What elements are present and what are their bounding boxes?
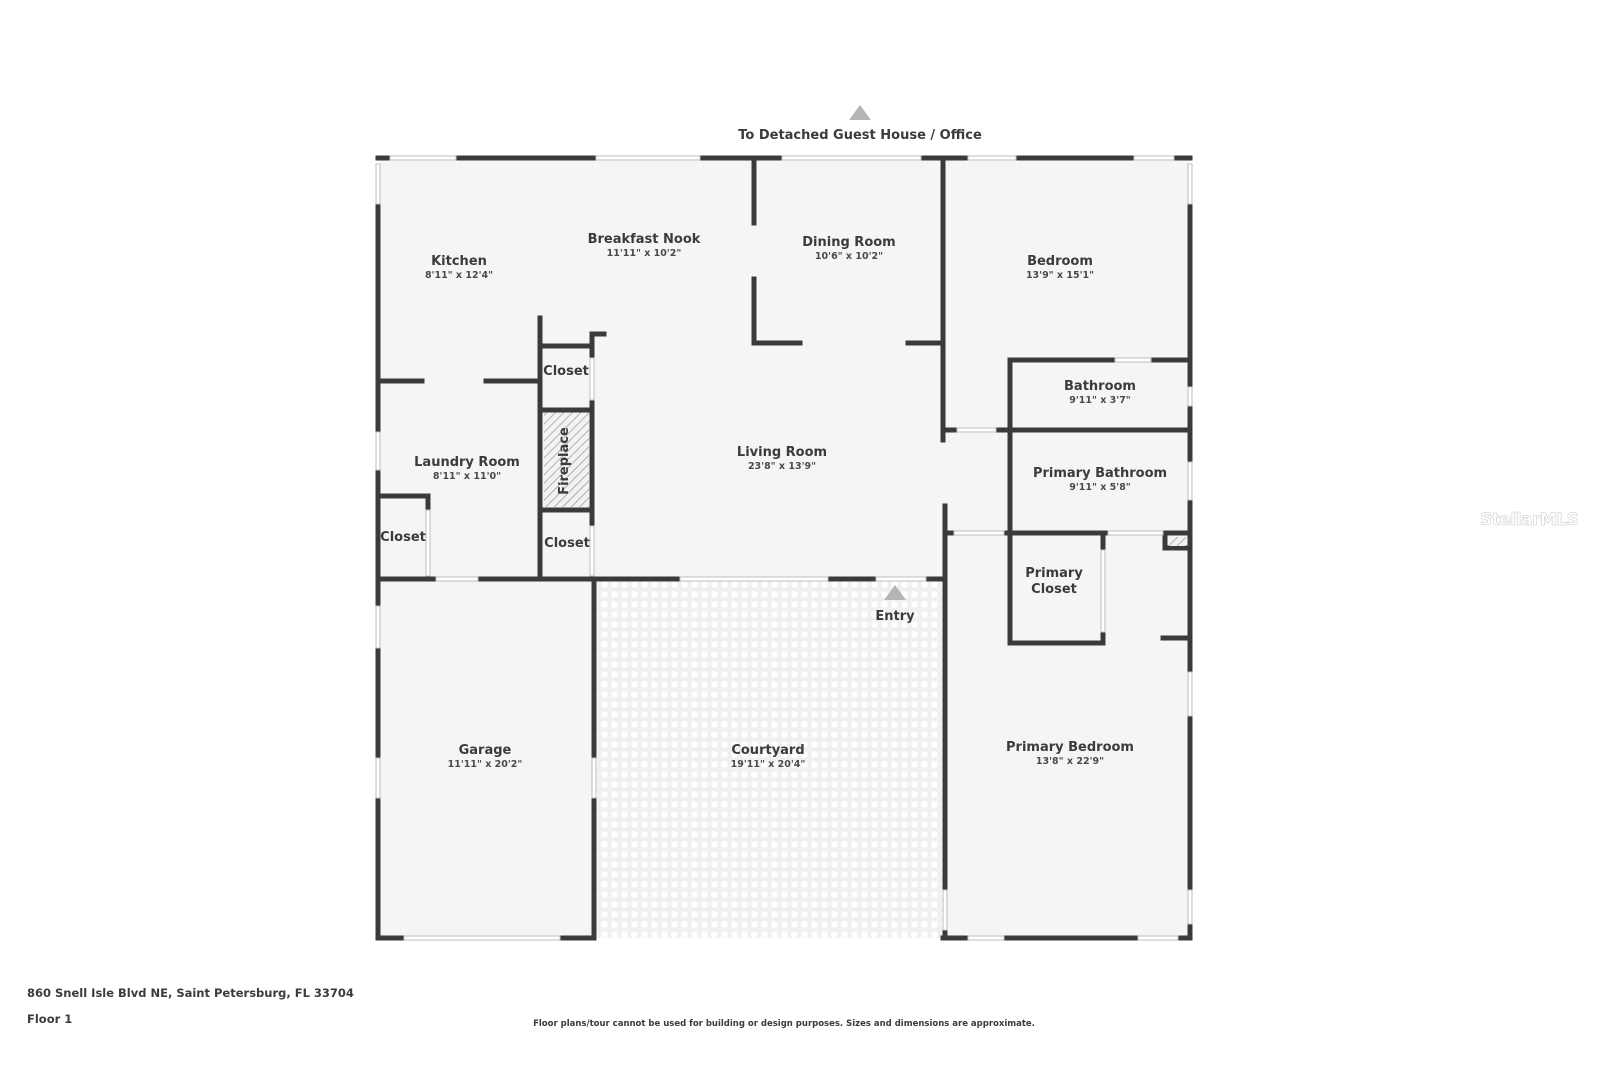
windows [375, 155, 1193, 941]
disclaimer: Floor plans/tour cannot be used for buil… [533, 1019, 1035, 1029]
guest-house-label: To Detached Guest House / Office [738, 128, 982, 143]
property-address: 860 Snell Isle Blvd NE, Saint Petersburg… [27, 986, 354, 1000]
floor-label: Floor 1 [27, 1012, 73, 1026]
entry-label: Entry [875, 609, 915, 624]
arrow-up-icon [849, 105, 871, 120]
entry-arrow-up-icon [884, 585, 906, 600]
watermark: StellarMLS [1480, 510, 1580, 531]
fireplace-hatch [544, 412, 589, 507]
small-hatch-box [1169, 537, 1186, 546]
courtyard-floor [596, 581, 943, 937]
walls [375, 155, 1193, 941]
